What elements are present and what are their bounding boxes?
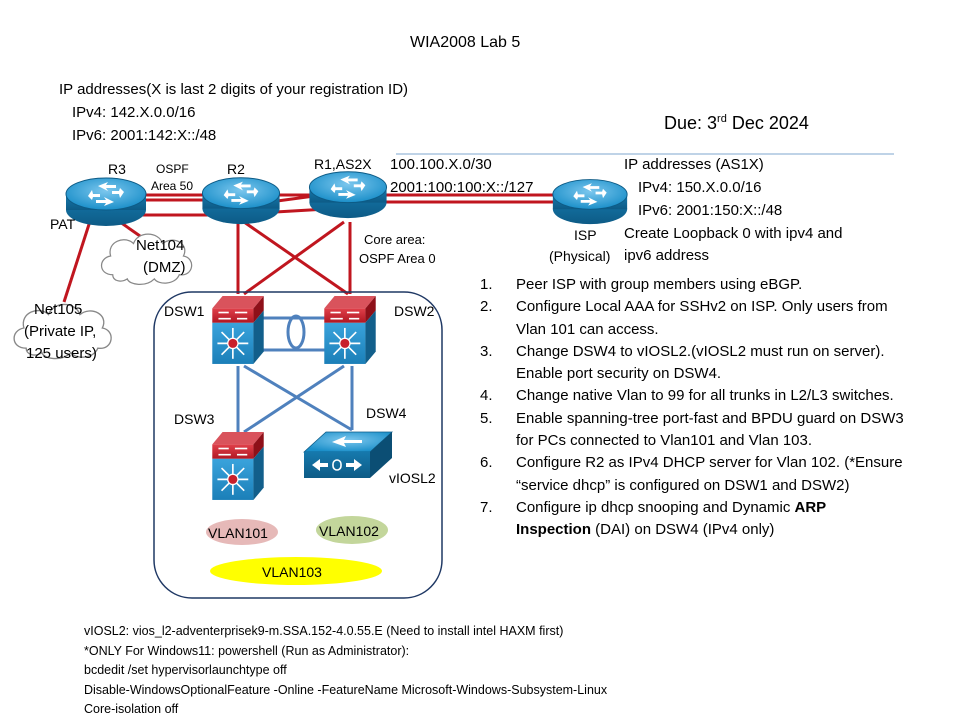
- etherchannel-marker: [286, 314, 306, 350]
- dsw2-label: DSW2: [394, 303, 435, 319]
- vlan103-label: VLAN103: [262, 564, 322, 580]
- core-area-line1: Core area:: [364, 232, 426, 247]
- link-r1-dsw1: [243, 220, 345, 296]
- isp-block-heading: IP addresses (AS1X): [624, 156, 764, 173]
- switch-dsw2-icon[interactable]: [323, 295, 377, 365]
- distribution-area-box: [153, 291, 443, 599]
- task-item: 4.Change native Vlan to 99 for all trunk…: [480, 387, 894, 405]
- r1-label: R1,AS2X: [314, 156, 372, 172]
- task-item: 2.Configure Local AAA for SSHv2 on ISP. …: [480, 298, 888, 338]
- r2-label: R2: [227, 161, 245, 177]
- dsw4-label: DSW4: [366, 405, 407, 421]
- router-r2-icon[interactable]: [201, 177, 281, 225]
- lan-links: [236, 316, 354, 434]
- r1-isp-ipv4-label: 100.100.X.0/30: [390, 156, 492, 173]
- vlan101-label: VLAN101: [208, 525, 268, 541]
- footer-notes: vIOSL2: vios_l2-adventerprisek9-m.SSA.15…: [84, 622, 607, 720]
- router-r3-icon[interactable]: [65, 177, 147, 227]
- link-r3-net105: [62, 214, 94, 303]
- ospf-area50-line2: Area 50: [151, 179, 194, 193]
- ip-block-ipv4: IPv4: 142.X.0.0/16: [72, 104, 196, 121]
- vlan102-ellipse: [316, 516, 388, 544]
- pat-label: PAT: [50, 216, 76, 232]
- footer-line: Core-isolation off: [84, 702, 179, 716]
- switch-dsw1-icon[interactable]: [211, 295, 265, 365]
- viosl2-label: vIOSL2: [389, 470, 436, 486]
- footer-line: *ONLY For Windows11: powershell (Run as …: [84, 643, 410, 658]
- isp-loopback-line1: Create Loopback 0 with ipv4 and: [624, 225, 843, 242]
- net104-sublabel: (DMZ): [143, 259, 186, 276]
- isp-label: ISP: [574, 227, 597, 243]
- isp-loopback-line2: ipv6 address: [624, 247, 710, 264]
- footer-line: vIOSL2: vios_l2-adventerprisek9-m.SSA.15…: [84, 624, 564, 638]
- task-item: 3.Change DSW4 to vIOSL2.(vIOSL2 must run…: [480, 342, 885, 383]
- ip-block-heading: IP addresses(X is last 2 digits of your …: [59, 81, 409, 98]
- switch-dsw4-viosl2-icon[interactable]: [303, 431, 393, 479]
- router-r1-icon[interactable]: [308, 171, 388, 219]
- net105-sublabel-2: 125 users): [26, 345, 97, 362]
- due-date: Due: 3rd Dec 2024: [664, 113, 809, 133]
- ip-block-ipv6: IPv6: 2001:142:X::/48: [72, 127, 217, 144]
- task-item: 1.Peer ISP with group members using eBGP…: [480, 276, 803, 293]
- net104-label: Net104: [136, 237, 185, 254]
- isp-physical-label: (Physical): [549, 248, 611, 264]
- page-title: WIA2008 Lab 5: [410, 34, 521, 51]
- task-item: 5.Enable spanning-tree port-fast and BPD…: [480, 409, 904, 450]
- switch-dsw3-icon[interactable]: [211, 431, 265, 501]
- dsw3-label: DSW3: [174, 411, 215, 427]
- link-dsw2-dsw3: [243, 364, 345, 434]
- task-item: 7.Configure ip dhcp snooping and Dynamic…: [480, 498, 827, 539]
- footer-line: Disable-WindowsOptionalFeature -Online -…: [84, 682, 608, 697]
- footer-line: bcdedit /set hypervisorlaunchtype off: [84, 663, 287, 677]
- r3-label: R3: [108, 161, 126, 177]
- core-area-line2: OSPF Area 0: [359, 251, 436, 266]
- task-item: 6.Configure R2 as IPv4 DHCP server for V…: [480, 454, 903, 494]
- net105-sublabel-1: (Private IP,: [24, 323, 97, 340]
- vlan102-label: VLAN102: [319, 523, 379, 539]
- r1-isp-ipv6-label: 2001:100:100:X::/127: [390, 179, 534, 196]
- dsw1-label: DSW1: [164, 303, 205, 319]
- isp-block-ipv4: IPv4: 150.X.0.0/16: [638, 179, 762, 196]
- vlan103-ellipse: [210, 557, 382, 585]
- net105-label: Net105: [34, 301, 83, 318]
- isp-block-ipv6: IPv6: 2001:150:X::/48: [638, 202, 783, 219]
- router-isp-icon[interactable]: [552, 179, 628, 225]
- vlan101-ellipse: [206, 519, 278, 545]
- task-list: 1.Peer ISP with group members using eBGP…: [480, 274, 920, 542]
- ospf-area50-line1: OSPF: [156, 162, 189, 176]
